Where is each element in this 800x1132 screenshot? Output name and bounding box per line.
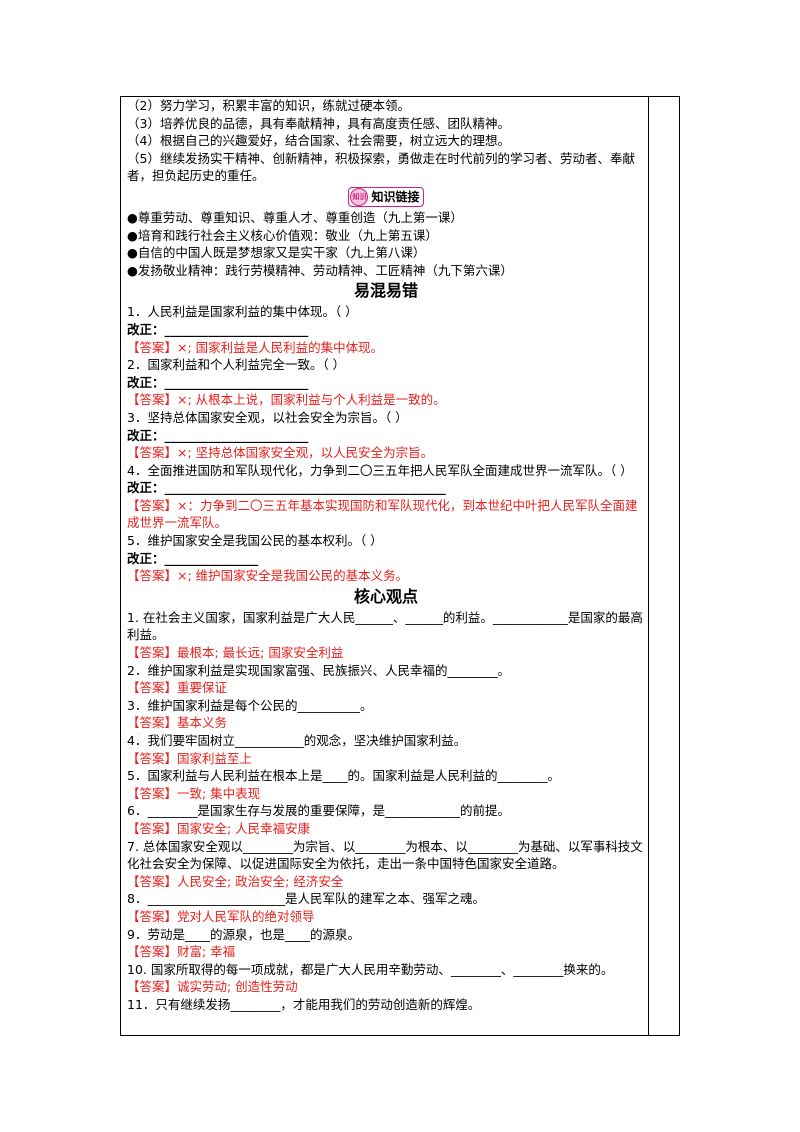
table-column-divider xyxy=(648,96,649,1036)
core-question: 5．国家利益与人民利益在根本上是____的。国家利益是人民利益的________… xyxy=(127,768,560,784)
intro-item: （3）培养优良的品德，具有奉献精神，具有高度责任感、团队精神。 xyxy=(127,115,510,131)
core-answer: 【答案】基本义务 xyxy=(127,715,228,731)
core-answer: 【答案】一致; 集中表现 xyxy=(127,785,261,801)
correction-line: 改正：_______________________ xyxy=(127,427,645,445)
knowledge-link-title: 知识链接 xyxy=(371,189,420,204)
confusing-answer: 【答案】×; 从根本上说，国家利益与个人利益是一致的。 xyxy=(127,392,446,408)
core-answer: 【答案】人民安全; 政治安全; 经济安全 xyxy=(127,873,344,889)
core-question: 4．我们要牢固树立___________的观念，坚决维护国家利益。 xyxy=(127,733,467,748)
core-answer: 【答案】重要保证 xyxy=(127,680,228,696)
confusing-question: 3．坚持总体国家安全观，以社会安全为宗旨。（ ） xyxy=(127,409,408,425)
document-content: （2）努力学习，积累丰富的知识，练就过硬本领。 （3）培养优良的品德，具有奉献精… xyxy=(127,97,645,1014)
confusing-question: 1．人民利益是国家利益的集中体现。（ ） xyxy=(127,304,358,320)
core-question: 3．维护国家利益是每个公民的__________。 xyxy=(127,697,373,713)
section-title-confusing: 易混易错 xyxy=(353,281,418,301)
intro-item: （4）根据自己的兴趣爱好，结合国家、社会需要，树立远大的理想。 xyxy=(127,133,510,149)
confusing-question: 5．维护国家安全是我国公民的基本权利。（ ） xyxy=(127,533,383,549)
correction-blank: ________________________________________… xyxy=(164,480,446,496)
intro-item: （2）努力学习，积累丰富的知识，练就过硬本领。 xyxy=(127,98,410,113)
confusing-answer: 【答案】×：力争到二〇三五年基本实现国防和军队现代化，到本世纪中叶把人民军队全面… xyxy=(127,497,638,531)
correction-blank: _______________ xyxy=(164,550,259,566)
confusing-answer: 【答案】×; 维护国家安全是我国公民的基本义务。 xyxy=(127,568,409,584)
confusing-question: 2．国家利益和个人利益完全一致。（ ） xyxy=(127,357,346,373)
correction-line: 改正：_______________ xyxy=(127,550,645,568)
table-frame xyxy=(120,96,680,1036)
intro-item: （5）继续发扬实干精神、创新精神，积极探索，勇做走在时代前列的学习者、劳动者、奉… xyxy=(127,150,635,184)
correction-blank: _______________________ xyxy=(164,374,309,390)
correction-line: 改正：_______________________ xyxy=(127,321,645,339)
correction-label: 改正： xyxy=(127,427,165,443)
section-title-core: 核心观点 xyxy=(353,586,418,606)
core-answer: 【答案】国家安全; 人民幸福安康 xyxy=(127,820,311,836)
core-answer: 【答案】党对人民军队的绝对领导 xyxy=(127,908,315,924)
correction-label: 改正： xyxy=(127,321,165,337)
core-question: 9．劳动是____的源泉，也是____的源泉。 xyxy=(127,926,360,942)
knowledge-link-icon: 知识 xyxy=(350,187,369,206)
core-answer: 【答案】国家利益至上 xyxy=(127,750,253,766)
core-question: 1. 在社会主义国家，国家利益是广大人民______、______的利益。___… xyxy=(127,609,643,643)
correction-label: 改正： xyxy=(127,374,165,390)
correction-line: 改正：_____________________________________… xyxy=(127,479,645,497)
core-answer: 【答案】财富; 幸福 xyxy=(127,944,236,960)
correction-line: 改正：_______________________ xyxy=(127,374,645,392)
knowledge-link-item: ●尊重劳动、尊重知识、尊重人才、尊重创造（九上第一课） xyxy=(127,209,463,225)
core-question: 10. 国家所取得的每一项成就，都是广大人民用辛勤劳动、________、___… xyxy=(127,961,614,977)
confusing-answer: 【答案】×; 坚持总体国家安全观，以人民安全为宗旨。 xyxy=(127,445,434,461)
confusing-question: 4．全面推进国防和军队现代化，力争到二〇三五年把人民军队全面建成世界一流军队。（… xyxy=(127,462,633,478)
knowledge-link-item: ●自信的中国人既是梦想家又是实干家（九上第八课） xyxy=(127,245,426,261)
knowledge-link-header: 知识 知识链接 xyxy=(127,185,645,209)
core-question: 8．______________________是人民军队的建军之本、强军之魂。 xyxy=(127,891,485,907)
core-question: 6．________是国家生存与发展的重要保障，是____________的前提… xyxy=(127,803,510,819)
core-answer: 【答案】最根本; 最长远; 国家安全利益 xyxy=(127,645,344,661)
knowledge-link-badge: 知识 知识链接 xyxy=(348,186,424,207)
confusing-answer: 【答案】×; 国家利益是人民利益的集中体现。 xyxy=(127,339,384,355)
correction-label: 改正： xyxy=(127,550,165,566)
correction-blank: _______________________ xyxy=(164,321,309,337)
core-question: 7. 总体国家安全观以________为宗旨、以________为根本、以___… xyxy=(127,838,643,872)
correction-label: 改正： xyxy=(127,480,165,496)
core-question: 2．维护国家利益是实现国家富强、民族振兴、人民幸福的________。 xyxy=(127,662,510,678)
correction-blank: _______________________ xyxy=(164,427,309,443)
knowledge-link-item: ●发扬敬业精神：践行劳模精神、劳动精神、工匠精神（九下第六课） xyxy=(127,262,513,278)
core-answer: 【答案】诚实劳动; 创造性劳动 xyxy=(127,979,298,995)
knowledge-link-item: ●培育和践行社会主义核心价值观：敬业（九上第五课） xyxy=(127,227,438,243)
core-question: 11．只有继续发扬________，才能用我们的劳动创造新的辉煌。 xyxy=(127,996,481,1012)
